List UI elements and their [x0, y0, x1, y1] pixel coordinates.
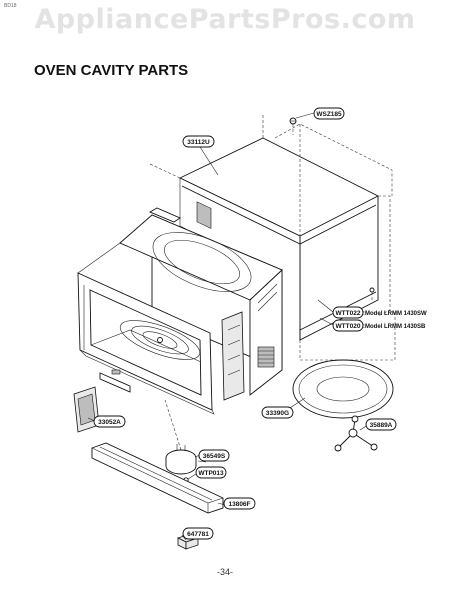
oven-cavity	[119, 214, 283, 401]
callout-code: 33052A	[98, 419, 121, 426]
callout-code: 35889A	[370, 422, 393, 429]
callout-13806f[interactable]: 13806F	[223, 497, 256, 510]
glass-tray	[292, 359, 394, 419]
watermark: AppliancePartsPros.com	[34, 4, 416, 35]
callout-33052a[interactable]: 33052A	[93, 415, 126, 428]
callout-code: 33390G	[266, 410, 289, 417]
callout-33390g[interactable]: 33390G	[261, 406, 294, 419]
roller-ring	[334, 415, 378, 452]
callout-35889a[interactable]: 35889A	[365, 418, 397, 431]
callout-647781[interactable]: 647781	[182, 527, 214, 540]
callout-code: WTT020	[336, 323, 361, 330]
callout-code: 13806F	[228, 501, 250, 508]
callout-wtt020[interactable]: WTT020 :Model LRMM 1430SB	[332, 319, 426, 332]
callout-36549s[interactable]: 36549S	[198, 449, 230, 462]
model-note: :Model LRMM 1430SW	[363, 311, 427, 317]
turntable-motor	[165, 444, 207, 475]
page-number: -34-	[216, 567, 233, 577]
base-trim	[91, 442, 224, 514]
vent-grille	[257, 346, 275, 368]
waveguide-cover	[73, 386, 100, 433]
page-code: BD18	[4, 3, 17, 9]
screw-icon	[289, 117, 297, 125]
callout-code: 647781	[187, 531, 209, 538]
front-frame	[77, 207, 215, 415]
model-note: :Model LRMM 1430SB	[363, 324, 426, 330]
callout-code: 36549S	[203, 453, 226, 460]
callout-code: WTT022	[336, 310, 361, 317]
leader-lines	[87, 146, 369, 541]
callout-code: 33112U	[187, 139, 210, 146]
callout-wtt022[interactable]: WTT022 :Model LRMM 1430SW	[332, 306, 427, 319]
callout-wtp013[interactable]: WTP013	[195, 466, 227, 479]
callout-code: WSZ185	[316, 111, 342, 118]
callout-33112u[interactable]: 33112U	[182, 135, 215, 148]
callout-wsz185[interactable]: WSZ185	[313, 107, 345, 120]
section-title: OVEN CAVITY PARTS	[34, 62, 189, 79]
callout-code: WTP013	[198, 470, 224, 477]
